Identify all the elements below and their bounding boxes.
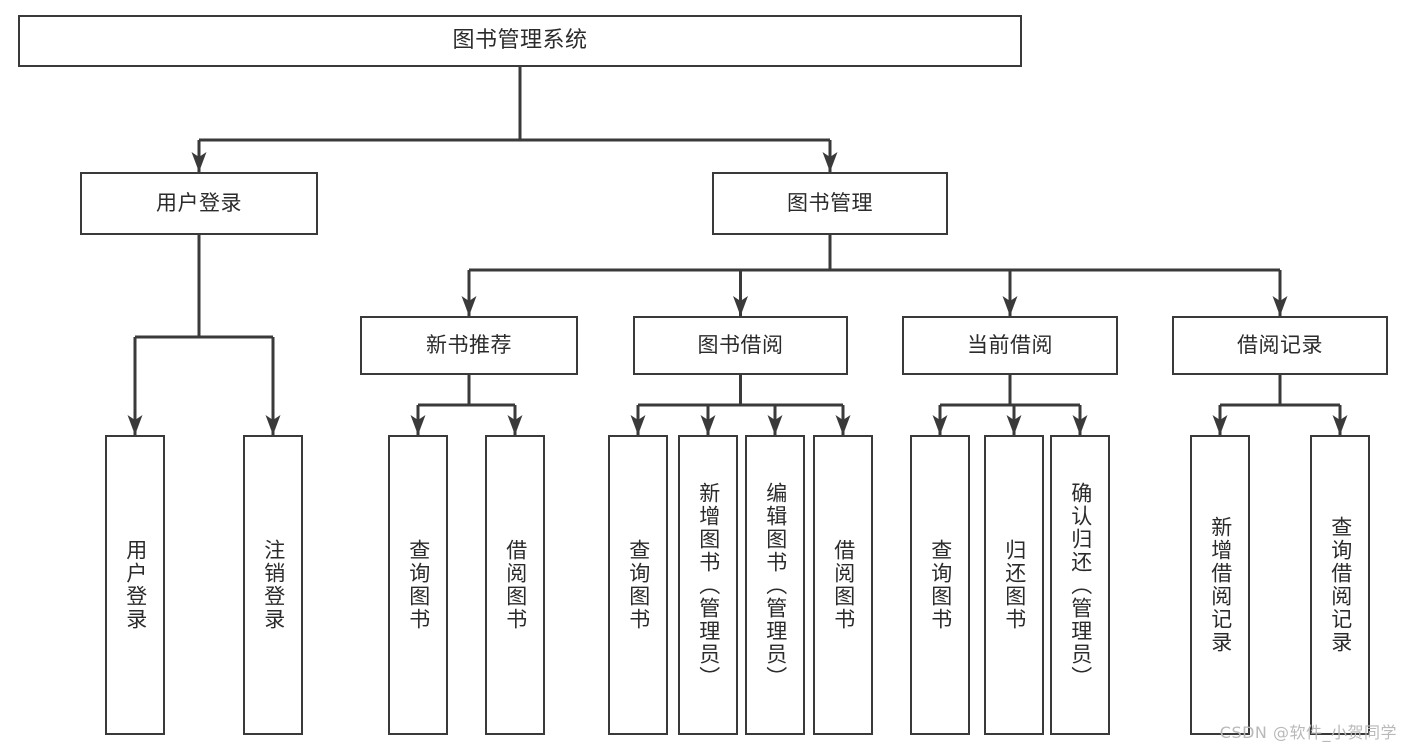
- node-label-leaf_logout: 注销登录: [261, 539, 286, 631]
- arrow-leaf_add_book: [700, 415, 716, 435]
- arrow-leaf_q_book2: [630, 415, 646, 435]
- node-label-leaf_edit_book: 编辑图书（管理员）: [763, 481, 788, 689]
- watermark-text: CSDN @软件_小贺同学: [1219, 723, 1397, 742]
- node-book_borrow[interactable]: 图书借阅: [633, 316, 848, 375]
- node-root[interactable]: 图书管理系统: [18, 15, 1022, 67]
- node-label-book_mgmt: 图书管理: [787, 191, 873, 216]
- node-leaf_q_book3[interactable]: 查询图书: [910, 435, 970, 735]
- arrow-new_book_rec: [461, 296, 477, 316]
- node-label-borrow_rec: 借阅记录: [1237, 333, 1323, 358]
- node-label-leaf_b_book1: 借阅图书: [503, 539, 528, 631]
- node-label-user_login: 用户登录: [156, 191, 242, 216]
- node-leaf_b_book2[interactable]: 借阅图书: [813, 435, 873, 735]
- node-new_book_rec[interactable]: 新书推荐: [360, 316, 578, 375]
- node-label-leaf_q_rec: 查询借阅记录: [1328, 516, 1353, 654]
- arrow-leaf_return: [1006, 415, 1022, 435]
- arrow-leaf_login: [127, 415, 143, 435]
- arrow-leaf_edit_book: [767, 415, 783, 435]
- node-cur_borrow[interactable]: 当前借阅: [902, 316, 1118, 375]
- arrow-leaf_add_rec: [1212, 415, 1228, 435]
- node-leaf_add_rec[interactable]: 新增借阅记录: [1190, 435, 1250, 735]
- node-leaf_b_book1[interactable]: 借阅图书: [485, 435, 545, 735]
- arrow-book_borrow: [733, 296, 748, 316]
- node-leaf_edit_book[interactable]: 编辑图书（管理员）: [745, 435, 805, 735]
- node-leaf_login[interactable]: 用户登录: [105, 435, 165, 735]
- arrow-cur_borrow: [1002, 296, 1018, 316]
- arrow-leaf_logout: [265, 415, 281, 435]
- node-label-leaf_add_book: 新增图书（管理员）: [696, 481, 721, 689]
- node-label-leaf_add_rec: 新增借阅记录: [1208, 516, 1233, 654]
- arrow-leaf_q_rec: [1332, 415, 1348, 435]
- node-leaf_q_rec[interactable]: 查询借阅记录: [1310, 435, 1370, 735]
- arrow-book_mgmt: [822, 152, 838, 172]
- node-label-leaf_q_book2: 查询图书: [626, 539, 651, 631]
- node-leaf_q_book2[interactable]: 查询图书: [608, 435, 668, 735]
- node-leaf_return[interactable]: 归还图书: [984, 435, 1044, 735]
- node-book_mgmt[interactable]: 图书管理: [712, 172, 948, 235]
- node-label-leaf_q_book3: 查询图书: [928, 539, 953, 631]
- node-label-leaf_conf_ret: 确认归还（管理员）: [1068, 481, 1093, 689]
- node-label-leaf_return: 归还图书: [1002, 539, 1027, 631]
- node-label-cur_borrow: 当前借阅: [967, 333, 1053, 358]
- node-label-leaf_b_book2: 借阅图书: [831, 539, 856, 631]
- node-leaf_q_book1[interactable]: 查询图书: [388, 435, 448, 735]
- arrow-leaf_conf_ret: [1072, 415, 1088, 435]
- arrow-leaf_b_book1: [507, 415, 523, 435]
- node-leaf_conf_ret[interactable]: 确认归还（管理员）: [1050, 435, 1110, 735]
- arrow-user_login: [191, 152, 207, 172]
- node-leaf_logout[interactable]: 注销登录: [243, 435, 303, 735]
- arrow-leaf_q_book1: [410, 415, 426, 435]
- arrow-borrow_rec: [1272, 296, 1288, 316]
- node-user_login[interactable]: 用户登录: [80, 172, 318, 235]
- node-borrow_rec[interactable]: 借阅记录: [1172, 316, 1388, 375]
- node-label-leaf_login: 用户登录: [123, 539, 148, 631]
- node-label-root: 图书管理系统: [452, 28, 588, 54]
- node-leaf_add_book[interactable]: 新增图书（管理员）: [678, 435, 738, 735]
- arrow-leaf_q_book3: [932, 415, 948, 435]
- arrow-leaf_b_book2: [835, 415, 851, 435]
- node-label-leaf_q_book1: 查询图书: [406, 539, 431, 631]
- node-label-book_borrow: 图书借阅: [697, 333, 784, 358]
- node-label-new_book_rec: 新书推荐: [426, 333, 512, 358]
